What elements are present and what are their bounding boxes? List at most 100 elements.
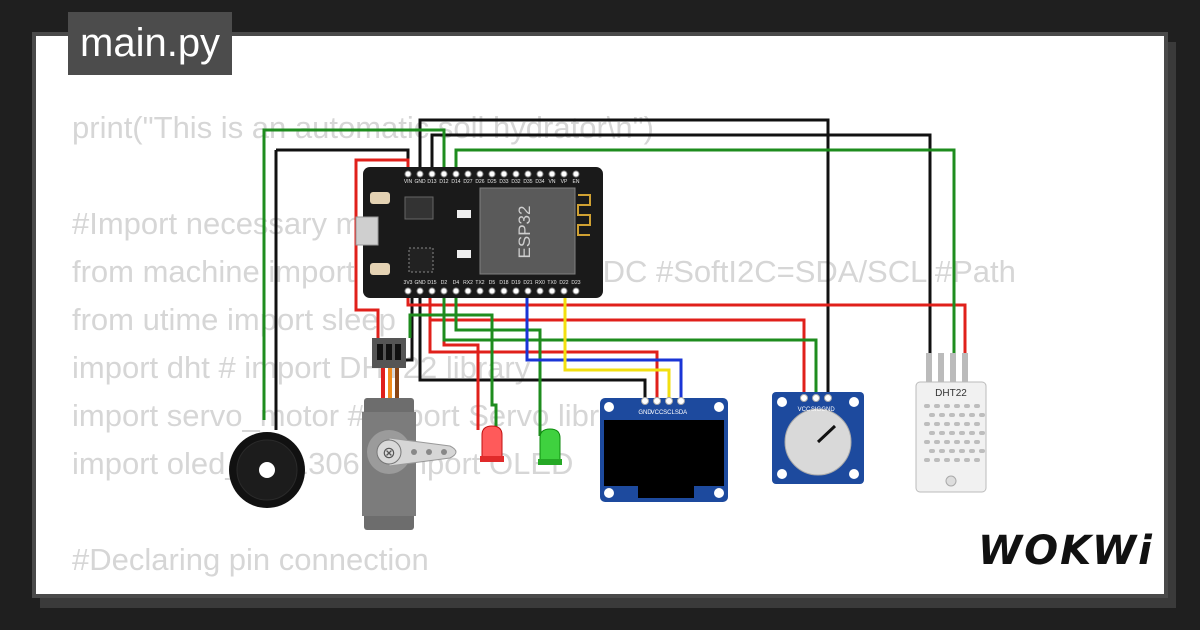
dht-vent — [974, 404, 980, 408]
pin-label: VP — [561, 179, 568, 185]
dht-vent — [934, 404, 940, 408]
pin-label: D22 — [559, 280, 568, 286]
dht-vent — [929, 449, 935, 453]
wire-red — [406, 295, 967, 355]
pin-hole[interactable] — [500, 170, 508, 178]
pin-label: VN — [549, 179, 556, 185]
pin-hole[interactable] — [416, 170, 424, 178]
pin-label: D13 — [427, 179, 436, 185]
pin-label: D19 — [511, 280, 520, 286]
pin-hole[interactable] — [572, 170, 580, 178]
pin-label: GND — [638, 410, 652, 416]
code-line: led_red = Pin(15, Pin.OUT) — [72, 590, 447, 594]
dht-vent — [929, 431, 935, 435]
dht-vent — [979, 413, 985, 417]
pin-label: D18 — [499, 280, 508, 286]
pin-label: D25 — [487, 179, 496, 185]
pin-hole[interactable] — [560, 170, 568, 178]
pin-hole[interactable] — [404, 170, 412, 178]
wire-yellow — [563, 295, 671, 398]
pin-hole[interactable] — [476, 170, 484, 178]
dht-vent — [974, 440, 980, 444]
pin-label: GND — [414, 179, 426, 185]
pin-hole[interactable] — [488, 170, 496, 178]
pin-hole[interactable] — [524, 287, 532, 295]
pin-label: D15 — [427, 280, 436, 286]
pin-hole[interactable] — [641, 397, 649, 405]
dht22-icon[interactable]: DHT22 — [915, 353, 987, 493]
pin-hole[interactable] — [428, 170, 436, 178]
pin-hole[interactable] — [524, 170, 532, 178]
pin-label: D26 — [475, 179, 484, 185]
pin-label: VIN — [404, 179, 413, 185]
dht-vent — [939, 413, 945, 417]
led-icon[interactable] — [538, 428, 562, 465]
pin-label: TX2 — [475, 280, 484, 286]
pin-hole[interactable] — [800, 394, 808, 402]
led-icon[interactable] — [480, 425, 504, 462]
servo-icon[interactable]: ⊗ — [362, 338, 457, 530]
dht-vent — [979, 449, 985, 453]
pin-hole[interactable] — [512, 170, 520, 178]
pin-hole[interactable] — [812, 394, 820, 402]
pin-hole[interactable] — [572, 287, 580, 295]
pin-hole[interactable] — [500, 287, 508, 295]
dht-vent — [934, 422, 940, 426]
pin-hole[interactable] — [416, 287, 424, 295]
pin-hole[interactable] — [824, 394, 832, 402]
pin-hole[interactable] — [488, 287, 496, 295]
code-line: print("This is an automatic soil hydrato… — [72, 110, 654, 145]
pin-label: D32 — [511, 179, 520, 185]
dht-vent — [949, 431, 955, 435]
filename-tab[interactable]: main.py — [68, 12, 233, 75]
buzzer-icon[interactable] — [229, 432, 305, 508]
pin-label: D21 — [523, 280, 532, 286]
pin-hole[interactable] — [665, 397, 673, 405]
pin-hole[interactable] — [452, 287, 460, 295]
pin-label: D33 — [499, 179, 508, 185]
pin-label: TX0 — [547, 280, 556, 286]
pin-hole[interactable] — [404, 287, 412, 295]
wire-green — [408, 313, 498, 432]
pin-hole[interactable] — [653, 397, 661, 405]
pin-hole[interactable] — [548, 287, 556, 295]
pin-label: D14 — [451, 179, 460, 185]
pin-label: D12 — [439, 179, 448, 185]
dht-grille — [924, 404, 985, 462]
project-card[interactable]: print("This is an automatic soil hydrato… — [32, 32, 1168, 598]
pin-label: SIG — [811, 407, 822, 413]
pin-hole[interactable] — [512, 287, 520, 295]
dht-vent — [939, 449, 945, 453]
pin-hole[interactable] — [440, 287, 448, 295]
pin-hole[interactable] — [536, 287, 544, 295]
pin-label: GND — [414, 280, 426, 286]
pin-hole[interactable] — [452, 170, 460, 178]
code-line: #Declaring pin connection — [72, 542, 429, 577]
pin-hole[interactable] — [677, 397, 685, 405]
pin-hole[interactable] — [548, 170, 556, 178]
pin-hole[interactable] — [428, 287, 436, 295]
pin-hole[interactable] — [560, 287, 568, 295]
pin-hole[interactable] — [476, 287, 484, 295]
dht-vent — [924, 440, 930, 444]
dht-vent — [954, 440, 960, 444]
pin-hole[interactable] — [464, 287, 472, 295]
chip-label: ESP32 — [515, 206, 534, 259]
dht-vent — [959, 449, 965, 453]
pin-hole[interactable] — [536, 170, 544, 178]
dht-vent — [954, 422, 960, 426]
dht-vent — [964, 422, 970, 426]
dht-vent — [964, 440, 970, 444]
dht-vent — [959, 413, 965, 417]
wokwi-logo: WOKWi — [978, 528, 1154, 574]
pin-hole[interactable] — [464, 170, 472, 178]
dht-vent — [944, 422, 950, 426]
pin-hole[interactable] — [440, 170, 448, 178]
